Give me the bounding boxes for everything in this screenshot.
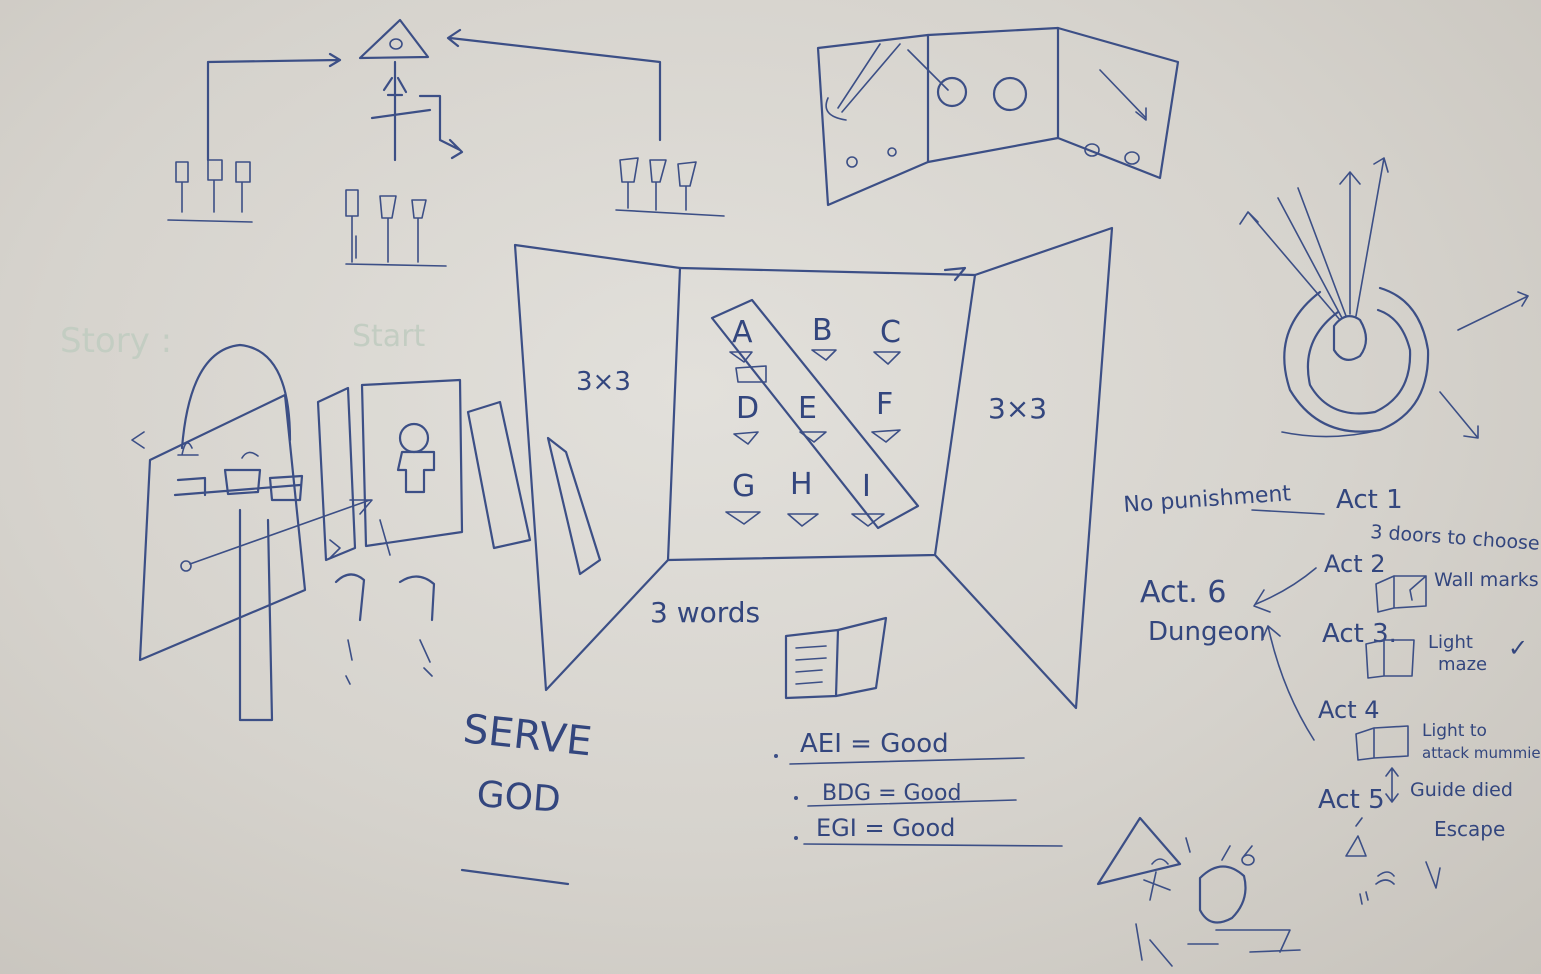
no-punishment-label: No punishment (1123, 481, 1293, 518)
left-scene-sketch (131, 343, 602, 722)
letter-grid: A B C D E F G H I (725, 313, 901, 527)
act1-note: 3 doors to choose (1370, 521, 1541, 555)
equation-3: EGI = Good (816, 814, 955, 842)
equation-1: AEI = Good (800, 729, 949, 759)
letter-f: F (876, 387, 893, 422)
label-right-3x3: 3×3 (988, 392, 1047, 425)
puzzle-panels (513, 226, 1114, 710)
serve-god-text: SERVE GOD (460, 706, 594, 886)
bottom-sketch (1096, 816, 1301, 967)
label-three-words: 3 words (650, 596, 760, 629)
act4-note-1: Light to (1422, 721, 1487, 741)
eye-icon (389, 38, 403, 50)
bottom-triangle-icon (1096, 816, 1182, 886)
letter-b: B (812, 313, 833, 348)
checkmark-icon: ✓ (1508, 634, 1528, 662)
act3-note-2: maze (1438, 654, 1487, 675)
eye-triangle-icon (358, 18, 430, 60)
hierarchy-sketch (167, 18, 725, 267)
act-flow: No punishment Act 1 3 doors to choose Ac… (1123, 481, 1541, 905)
label-left-3x3: 3×3 (576, 367, 631, 397)
spiral-sketch (1239, 157, 1529, 439)
act5-note: Guide died (1410, 779, 1513, 801)
act2-note: Wall marks (1434, 569, 1539, 591)
letter-h: H (790, 467, 813, 502)
letter-d: D (736, 391, 759, 426)
letter-c: C (880, 315, 901, 350)
act1-label: Act 1 (1336, 485, 1403, 515)
letter-a: A (732, 315, 753, 350)
faded-story-label: Story : (60, 321, 172, 361)
escape-label: Escape (1434, 817, 1505, 841)
act3-label: Act 3. (1322, 619, 1397, 649)
faded-start-label: Start (352, 319, 426, 354)
god-word: GOD (475, 774, 562, 821)
act6-label: Act. 6 (1140, 575, 1226, 610)
letter-g: G (732, 469, 755, 504)
letter-e: E (798, 391, 817, 426)
dungeon-label: Dungeon (1148, 617, 1266, 647)
act3-note-1: Light (1428, 632, 1473, 653)
equations: AEI = Good BDG = Good EGI = Good (774, 729, 1063, 847)
letter-i: I (862, 469, 871, 504)
top-triptych (816, 26, 1180, 207)
serve-word: SERVE (461, 706, 594, 765)
act2-label: Act 2 (1324, 550, 1386, 578)
act5-label: Act 5 (1318, 785, 1385, 815)
act4-note-2: attack mummies (1422, 744, 1541, 762)
act4-label: Act 4 (1318, 696, 1380, 724)
book-icon (784, 616, 888, 700)
